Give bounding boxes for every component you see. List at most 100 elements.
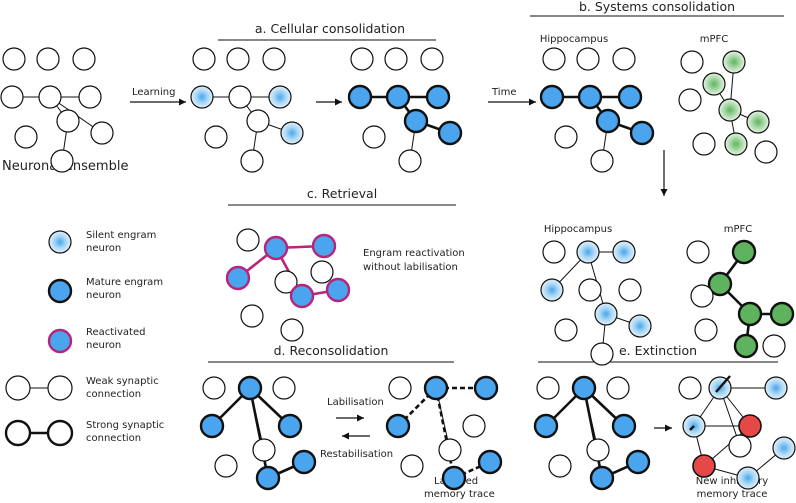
empty-neuron	[262, 47, 286, 71]
mature-engram-neuron	[477, 449, 503, 475]
reactivated-neuron	[289, 283, 315, 309]
mature-engram-neuron	[629, 120, 655, 146]
inhibitory-label-line2: memory trace	[697, 489, 768, 500]
mature-engram-neuron	[441, 465, 467, 491]
empty-neuron	[578, 278, 602, 302]
restabilisation-label: Restabilisation	[320, 449, 393, 460]
empty-neuron	[590, 149, 614, 173]
mpfc-mature-neuron	[731, 239, 757, 265]
mature-engram-neuron	[437, 120, 463, 146]
empty-neuron	[542, 240, 566, 264]
inhibitory-label-line1: New inhibitory	[696, 476, 768, 487]
silent-engram-neuron	[772, 436, 796, 460]
mpfc-silent-neuron	[702, 72, 726, 96]
panel-e-mature-engram	[533, 375, 651, 491]
empty-neuron	[678, 88, 702, 112]
strong-synaptic-connection	[434, 387, 456, 479]
empty-neuron	[420, 47, 444, 71]
empty-neuron	[554, 318, 578, 342]
time-label: Time	[491, 87, 516, 98]
empty-neuron	[606, 376, 630, 400]
empty-neuron	[0, 85, 24, 109]
silent-engram-neuron	[268, 85, 292, 109]
empty-neuron	[310, 260, 334, 284]
mpfc-bottom-label: mPFC	[724, 224, 753, 235]
empty-neuron	[14, 125, 38, 149]
silent-engram-neuron	[190, 85, 214, 109]
silent-engram-neuron	[736, 466, 760, 490]
silent-engram-neuron	[576, 240, 600, 264]
inhibitory-neuron	[692, 454, 716, 478]
empty-neuron	[204, 125, 228, 149]
panel-d-labilised-engram	[385, 375, 503, 491]
empty-neuron	[252, 438, 276, 462]
mpfc-mature-neuron	[707, 271, 733, 297]
mpfc-silent-neuron	[718, 98, 742, 122]
panel-e-inhibitory-trace	[678, 376, 796, 490]
panel-b-hippocampus-mature	[539, 47, 655, 173]
panel-d-mature-engram	[199, 375, 317, 491]
empty-neuron	[72, 47, 96, 71]
empty-neuron	[236, 228, 260, 252]
legend-silent-symbol	[48, 230, 72, 254]
naive-ensemble	[0, 47, 114, 173]
reactivated-neuron	[325, 277, 351, 303]
mature-engram-neuron	[385, 413, 411, 439]
legend-item-label: neuron	[86, 243, 121, 254]
empty-neuron	[692, 132, 716, 156]
legend-weak-node-right	[47, 375, 73, 401]
empty-neuron	[350, 47, 374, 71]
labilisation-label: Labilisation	[327, 397, 384, 408]
empty-neuron	[90, 121, 114, 145]
silent-engram-neuron	[764, 376, 788, 400]
empty-neuron	[38, 85, 62, 109]
mature-engram-neuron	[347, 84, 373, 110]
empty-neuron	[240, 149, 264, 173]
mature-engram-neuron	[539, 84, 565, 110]
empty-neuron	[690, 284, 714, 308]
mature-engram-neuron	[595, 108, 621, 134]
legend-item-label: Silent engram	[86, 230, 156, 241]
empty-neuron	[680, 50, 704, 74]
empty-neuron	[36, 47, 60, 71]
empty-neuron	[576, 47, 600, 71]
mature-engram-neuron	[199, 413, 225, 439]
empty-neuron	[78, 85, 102, 109]
panel-e-title: e. Extinction	[619, 343, 697, 358]
panel-c-title: c. Retrieval	[307, 186, 377, 201]
mature-engram-neuron	[571, 375, 597, 401]
empty-neuron	[362, 125, 386, 149]
legend-item-label: neuron	[86, 340, 121, 351]
network-drawings	[0, 47, 796, 491]
empty-neuron	[400, 454, 424, 478]
panel-header-rules	[208, 15, 784, 363]
mature-engram-neuron	[423, 375, 449, 401]
reactivated-neuron	[225, 265, 251, 291]
empty-neuron	[246, 109, 270, 133]
panel-b-title: b. Systems consolidation	[579, 0, 735, 14]
reactivated-neuron	[263, 235, 289, 261]
empty-neuron	[388, 376, 412, 400]
mpfc-silent-neuron	[746, 110, 770, 134]
mpfc-mature-neuron	[737, 301, 763, 327]
empty-neuron	[686, 240, 710, 264]
mature-engram-neuron	[385, 84, 411, 110]
empty-neuron	[192, 47, 216, 71]
mature-engram-neuron	[403, 108, 429, 134]
empty-neuron	[548, 454, 572, 478]
learning-label: Learning	[132, 87, 175, 98]
panel-a-title: a. Cellular consolidation	[255, 21, 405, 36]
empty-neuron	[618, 278, 642, 302]
mpfc-top-label: mPFC	[700, 34, 729, 45]
mature-engram-neuron	[425, 84, 451, 110]
empty-neuron	[728, 434, 752, 458]
mature-engram-neuron	[237, 375, 263, 401]
inhibitory-synapse-bar	[715, 375, 731, 393]
empty-neuron	[554, 125, 578, 149]
empty-neuron	[462, 414, 486, 438]
silent-engram-neuron	[280, 121, 304, 145]
mpfc-silent-neuron	[722, 50, 746, 74]
legend-item-label: neuron	[86, 290, 121, 301]
empty-neuron	[280, 318, 304, 342]
empty-neuron	[586, 438, 610, 462]
